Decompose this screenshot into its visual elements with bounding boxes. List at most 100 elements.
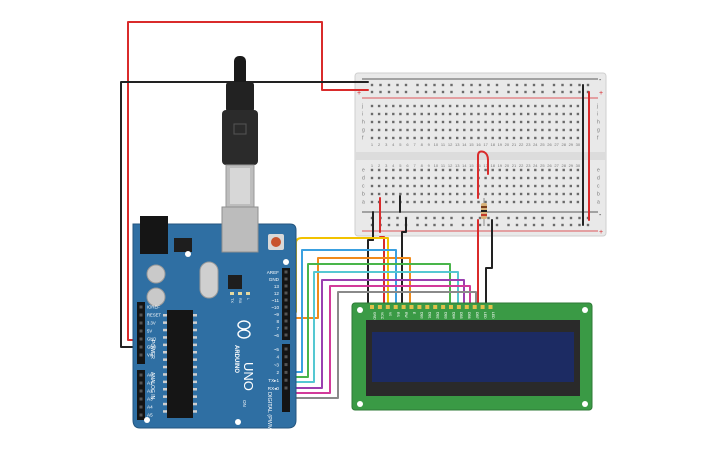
breadboard-hole[interactable] bbox=[456, 168, 459, 172]
breadboard-hole[interactable] bbox=[519, 200, 523, 204]
header-pin[interactable] bbox=[284, 326, 288, 330]
breadboard-hole[interactable] bbox=[555, 168, 558, 172]
rail-hole[interactable] bbox=[586, 223, 590, 227]
breadboard-hole[interactable] bbox=[555, 128, 558, 132]
breadboard-hole[interactable] bbox=[527, 168, 530, 172]
breadboard-hole[interactable] bbox=[434, 184, 438, 188]
wire-lcd-rw[interactable] bbox=[401, 217, 407, 306]
rail-hole[interactable] bbox=[524, 216, 527, 220]
breadboard-hole[interactable] bbox=[562, 176, 565, 180]
breadboard-hole[interactable] bbox=[576, 192, 580, 196]
breadboard-hole[interactable] bbox=[491, 176, 494, 180]
breadboard-hole[interactable] bbox=[399, 104, 402, 108]
rail-hole[interactable] bbox=[561, 83, 564, 87]
breadboard-hole[interactable] bbox=[441, 120, 445, 124]
breadboard-hole[interactable] bbox=[377, 184, 381, 188]
lcd-pin[interactable] bbox=[425, 305, 430, 309]
rail-hole[interactable] bbox=[461, 90, 465, 94]
breadboard-hole[interactable] bbox=[505, 200, 509, 204]
breadboard-hole[interactable] bbox=[512, 176, 516, 180]
breadboard-hole[interactable] bbox=[448, 192, 452, 196]
rail-hole[interactable] bbox=[507, 83, 510, 87]
lcd-pin[interactable] bbox=[488, 305, 493, 309]
breadboard-hole[interactable] bbox=[505, 168, 509, 172]
breadboard-hole[interactable] bbox=[456, 104, 459, 108]
rail-hole[interactable] bbox=[387, 83, 391, 87]
breadboard-hole[interactable] bbox=[427, 112, 430, 116]
breadboard-hole[interactable] bbox=[548, 104, 551, 108]
breadboard-hole[interactable] bbox=[534, 104, 537, 108]
wire-db5-green[interactable] bbox=[287, 263, 451, 378]
rail-hole[interactable] bbox=[424, 216, 428, 220]
breadboard-hole[interactable] bbox=[576, 176, 580, 180]
breadboard-hole[interactable] bbox=[512, 168, 516, 172]
rail-hole[interactable] bbox=[569, 90, 573, 94]
breadboard-hole[interactable] bbox=[392, 200, 395, 204]
breadboard-hole[interactable] bbox=[527, 104, 530, 108]
rail-hole[interactable] bbox=[515, 216, 519, 220]
breadboard-hole[interactable] bbox=[491, 192, 494, 196]
breadboard-hole[interactable] bbox=[463, 192, 466, 196]
rail-hole[interactable] bbox=[552, 223, 556, 227]
breadboard-hole[interactable] bbox=[477, 136, 480, 140]
breadboard-hole[interactable] bbox=[498, 184, 501, 188]
breadboard-hole[interactable] bbox=[420, 136, 423, 140]
breadboard-hole[interactable] bbox=[434, 192, 438, 196]
rail-hole[interactable] bbox=[433, 223, 436, 227]
breadboard-hole[interactable] bbox=[392, 136, 395, 140]
breadboard-hole[interactable] bbox=[555, 136, 558, 140]
breadboard-hole[interactable] bbox=[477, 128, 480, 132]
breadboard-hole[interactable] bbox=[519, 104, 523, 108]
breadboard-hole[interactable] bbox=[519, 176, 523, 180]
breadboard-hole[interactable] bbox=[427, 120, 430, 124]
breadboard-hole[interactable] bbox=[456, 176, 459, 180]
breadboard-hole[interactable] bbox=[399, 184, 402, 188]
breadboard-hole[interactable] bbox=[505, 104, 509, 108]
breadboard-hole[interactable] bbox=[441, 104, 445, 108]
lcd-pin[interactable] bbox=[441, 305, 446, 309]
breadboard-hole[interactable] bbox=[491, 136, 494, 140]
rail-hole[interactable] bbox=[478, 216, 482, 220]
breadboard-hole[interactable] bbox=[512, 184, 516, 188]
breadboard-hole[interactable] bbox=[463, 168, 466, 172]
header-pin[interactable] bbox=[284, 277, 288, 281]
rail-hole[interactable] bbox=[487, 90, 490, 94]
breadboard-hole[interactable] bbox=[505, 128, 509, 132]
breadboard-hole[interactable] bbox=[555, 184, 558, 188]
breadboard-hole[interactable] bbox=[491, 184, 494, 188]
rail-hole[interactable] bbox=[379, 90, 382, 94]
breadboard-hole[interactable] bbox=[420, 200, 423, 204]
breadboard-hole[interactable] bbox=[385, 112, 388, 116]
rail-hole[interactable] bbox=[441, 83, 445, 87]
rail-hole[interactable] bbox=[450, 83, 453, 87]
wire-gray[interactable] bbox=[287, 291, 477, 399]
breadboard-hole[interactable] bbox=[434, 168, 438, 172]
breadboard-hole[interactable] bbox=[434, 136, 438, 140]
breadboard-hole[interactable] bbox=[505, 136, 509, 140]
breadboard-hole[interactable] bbox=[434, 176, 438, 180]
breadboard-hole[interactable] bbox=[519, 120, 523, 124]
header-pin[interactable] bbox=[139, 321, 143, 325]
breadboard-hole[interactable] bbox=[370, 112, 374, 116]
rail-hole[interactable] bbox=[524, 83, 527, 87]
breadboard-hole[interactable] bbox=[463, 200, 466, 204]
header-pin[interactable] bbox=[284, 370, 288, 374]
breadboard-hole[interactable] bbox=[541, 176, 544, 180]
breadboard-hole[interactable] bbox=[562, 200, 565, 204]
header-pin[interactable] bbox=[284, 333, 288, 337]
breadboard-hole[interactable] bbox=[448, 120, 452, 124]
breadboard-hole[interactable] bbox=[399, 192, 402, 196]
breadboard-hole[interactable] bbox=[392, 128, 395, 132]
rail-hole[interactable] bbox=[416, 83, 419, 87]
breadboard-hole[interactable] bbox=[498, 168, 501, 172]
breadboard-hole[interactable] bbox=[569, 184, 572, 188]
breadboard-hole[interactable] bbox=[470, 136, 473, 140]
rail-hole[interactable] bbox=[433, 216, 436, 220]
breadboard-hole[interactable] bbox=[534, 120, 537, 124]
rail-hole[interactable] bbox=[470, 83, 473, 87]
rail-hole[interactable] bbox=[495, 83, 499, 87]
breadboard-hole[interactable] bbox=[413, 176, 416, 180]
lcd-pin[interactable] bbox=[393, 305, 398, 309]
breadboard-hole[interactable] bbox=[548, 112, 551, 116]
